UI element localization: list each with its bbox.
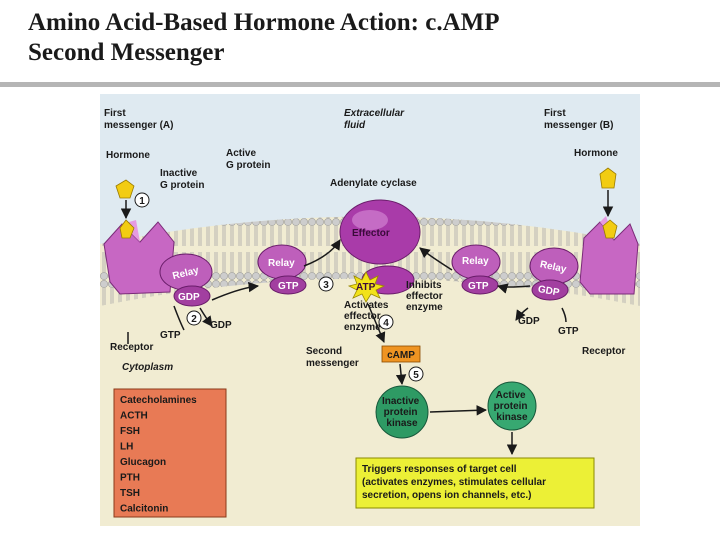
relay-label-a2: Relay bbox=[268, 258, 295, 269]
gtp-bound-b-label: GTP bbox=[468, 281, 489, 292]
adenylate-cyclase-label: Adenylate cyclase bbox=[330, 178, 417, 189]
activates-line2: effector bbox=[344, 311, 381, 322]
inactive-g-line1: Inactive bbox=[160, 168, 198, 179]
inhibits-line1: Inhibits bbox=[406, 280, 442, 291]
step-marker-1: 1 bbox=[135, 193, 149, 207]
active-g-line2: G protein bbox=[226, 160, 270, 171]
hormone-list-item: FSH bbox=[120, 426, 140, 437]
hormone-left-label: Hormone bbox=[106, 150, 150, 161]
effector-label: Effector bbox=[352, 228, 390, 239]
active-kinase-line2: protein bbox=[494, 401, 528, 412]
second-messenger-line2: messenger bbox=[306, 358, 359, 369]
gdp-free-b-label: GDP bbox=[518, 316, 540, 327]
first-messenger-b-line1: First bbox=[544, 108, 566, 119]
first-messenger-a-line1: First bbox=[104, 108, 126, 119]
receptor-b-label: Receptor bbox=[582, 346, 625, 357]
step-marker-5: 5 bbox=[409, 367, 423, 381]
slide-title-line1: Amino Acid-Based Hormone Action: c.AMP bbox=[28, 9, 499, 36]
gdp-bound-a-label: GDP bbox=[178, 292, 200, 303]
step-1-text: 1 bbox=[139, 196, 145, 207]
first-messenger-b-line2: messenger (B) bbox=[544, 120, 613, 131]
active-kinase-label: Active protein kinase bbox=[494, 390, 531, 423]
inhibits-label: Inhibits effector enzyme bbox=[406, 280, 445, 313]
gdp-free-a-label: GDP bbox=[210, 320, 232, 331]
hormone-list-item: Glucagon bbox=[120, 457, 166, 468]
step-marker-3: 3 bbox=[319, 277, 333, 291]
extracellular-line1: Extracellular bbox=[344, 108, 405, 119]
hormone-list-item: ACTH bbox=[120, 411, 148, 422]
response-line2: (activates enzymes, stimulates cellular bbox=[362, 477, 546, 488]
cytoplasm-label: Cytoplasm bbox=[122, 362, 173, 373]
active-kinase-line3: kinase bbox=[496, 412, 528, 423]
step-marker-2: 2 bbox=[187, 311, 201, 325]
activates-line3: enzyme bbox=[344, 322, 381, 333]
first-messenger-a-line2: messenger (A) bbox=[104, 120, 173, 131]
activates-line1: Activates bbox=[344, 300, 389, 311]
gtp-free-a-label: GTP bbox=[160, 330, 181, 341]
relay-label-b1: Relay bbox=[462, 256, 489, 267]
step-2-text: 2 bbox=[191, 314, 197, 325]
extracellular-line2: fluid bbox=[344, 120, 366, 131]
hormone-list-item: TSH bbox=[120, 488, 140, 499]
inactive-kinase-label: Inactive protein kinase bbox=[382, 396, 422, 429]
atp-label: ATP bbox=[356, 282, 376, 293]
hormone-list-item: Catecholamines bbox=[120, 395, 197, 406]
receptor-a-label: Receptor bbox=[110, 342, 153, 353]
title-divider bbox=[0, 82, 720, 87]
gtp-free-b-label: GTP bbox=[558, 326, 579, 337]
gtp-bound-a-label: GTP bbox=[278, 281, 299, 292]
hormone-right-label: Hormone bbox=[574, 148, 618, 159]
hormone-list-item: Calcitonin bbox=[120, 504, 168, 515]
response-line3: secretion, opens ion channels, etc.) bbox=[362, 490, 532, 501]
slide-title-line2: Second Messenger bbox=[28, 39, 225, 66]
step-4-text: 4 bbox=[383, 318, 389, 329]
inactive-g-line2: G protein bbox=[160, 180, 204, 191]
step-3-text: 3 bbox=[323, 280, 329, 291]
inhibits-line2: effector bbox=[406, 291, 443, 302]
slide-title: Amino Acid-Based Hormone Action: c.AMP S… bbox=[28, 8, 708, 68]
camp-pathway-figure: 1 2 3 4 5 First messenger (A) Extracellu… bbox=[100, 94, 640, 526]
inactive-kinase-line1: Inactive bbox=[382, 396, 420, 407]
inhibits-line3: enzyme bbox=[406, 302, 443, 313]
second-messenger-line1: Second bbox=[306, 346, 342, 357]
step-5-text: 5 bbox=[413, 370, 419, 381]
response-line1: Triggers responses of target cell bbox=[362, 464, 517, 475]
pathway-diagram: 1 2 3 4 5 First messenger (A) Extracellu… bbox=[100, 94, 640, 526]
hormone-list-item: LH bbox=[120, 442, 133, 453]
inactive-g-label: Inactive G protein bbox=[160, 168, 204, 191]
inactive-kinase-line3: kinase bbox=[386, 418, 418, 429]
hormone-list-item: PTH bbox=[120, 473, 140, 484]
active-g-line1: Active bbox=[226, 148, 256, 159]
inactive-kinase-line2: protein bbox=[384, 407, 418, 418]
active-kinase-line1: Active bbox=[496, 390, 526, 401]
camp-label: cAMP bbox=[387, 350, 415, 361]
